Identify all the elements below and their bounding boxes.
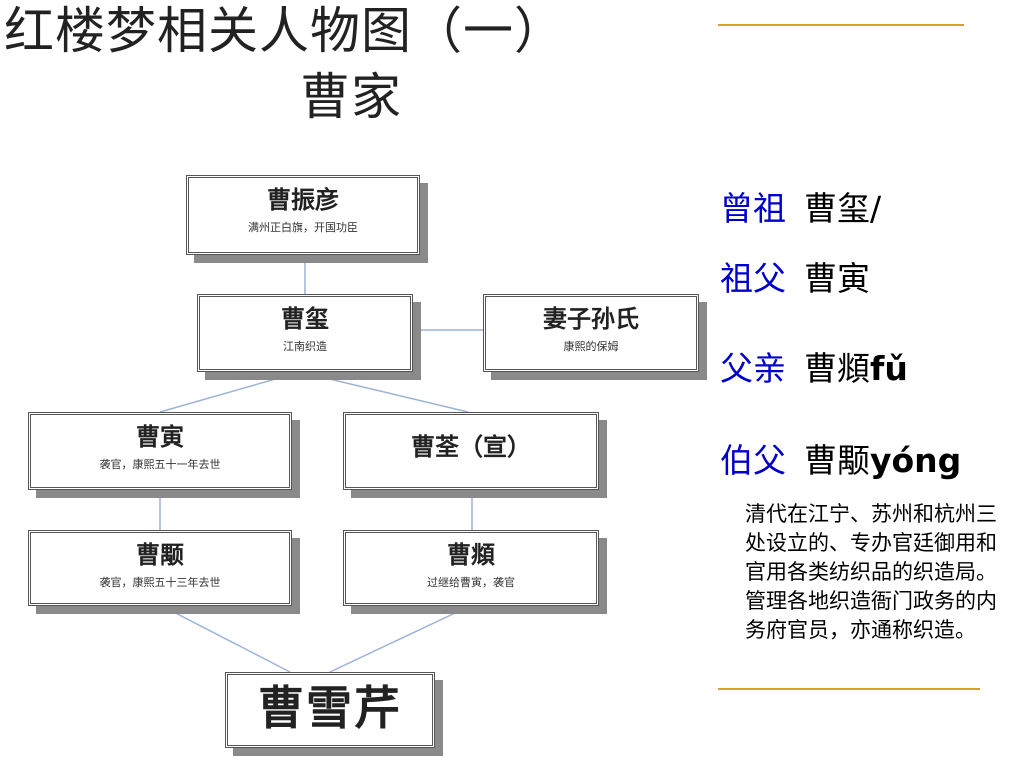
connector-xi-yin [159, 371, 301, 413]
node-desc: 康熙的保姆 [563, 339, 619, 353]
connector-xi-quan [299, 371, 469, 413]
person-name: 曹颙 [804, 441, 870, 480]
page-subtitle: 曹家 [300, 68, 402, 126]
node-name: 曹颙 [136, 540, 184, 569]
node-desc: 袭官，康熙五十一年去世 [99, 457, 221, 471]
relation-label: 曾祖 [720, 189, 786, 228]
person-pinyin: fǔ [870, 349, 908, 388]
node-desc: 过继给曹寅，袭官 [427, 575, 515, 589]
relation-label: 祖父 [720, 259, 786, 298]
bottom-accent-line [718, 688, 980, 690]
page-title: 红楼梦相关人物图（一） [4, 2, 565, 60]
lineage-uncle: 伯父曹颙yóng [720, 444, 961, 477]
lineage-father: 父亲曹頫fǔ [720, 352, 908, 385]
tree-node-cao-yong: 曹颙 袭官，康熙五十三年去世 [28, 530, 292, 606]
person-name: 曹頫 [804, 349, 870, 388]
connector-yong-xueqin [159, 604, 291, 673]
node-desc: 袭官，康熙五十三年去世 [99, 575, 221, 589]
top-accent-line [718, 24, 964, 26]
node-name: 曹玺 [281, 304, 329, 333]
lineage-grandfather: 祖父曹寅 [720, 262, 870, 295]
node-name: 曹雪芹 [258, 681, 402, 735]
node-name: 妻子孙氏 [543, 304, 639, 333]
tree-node-cao-quan: 曹荃（宣） [343, 412, 599, 490]
connector-fu-xueqin [329, 604, 473, 673]
tree-node-cao-yin: 曹寅 袭官，康熙五十一年去世 [28, 412, 292, 490]
tree-node-cao-xi: 曹玺 江南织造 [197, 294, 413, 372]
node-desc: 江南织造 [283, 339, 327, 353]
relation-label: 父亲 [720, 349, 786, 388]
tree-node-cao-fu: 曹頫 过继给曹寅，袭官 [343, 530, 599, 606]
node-name: 曹頫 [447, 540, 495, 569]
node-desc: 满州正白旗，开国功臣 [248, 220, 358, 234]
relation-label: 伯父 [720, 441, 786, 480]
person-name: 曹寅 [804, 259, 870, 298]
zhizao-definition-note: 清代在江宁、苏州和杭州三处设立的、专办官廷御用和官用各类纺织品的织造局。管理各地… [745, 502, 997, 642]
tree-node-cao-zhenyan: 曹振彦 满州正白旗，开国功臣 [186, 175, 420, 255]
person-pinyin: yóng [870, 441, 962, 480]
tree-node-wife-sun: 妻子孙氏 康熙的保姆 [483, 294, 699, 372]
node-name: 曹振彦 [267, 185, 339, 214]
tree-node-cao-xueqin: 曹雪芹 [225, 672, 435, 748]
person-name: 曹玺/ [804, 189, 882, 228]
lineage-great-grandfather: 曾祖曹玺/ [720, 192, 881, 225]
node-name: 曹寅 [136, 422, 184, 451]
node-name: 曹荃（宣） [411, 432, 531, 461]
